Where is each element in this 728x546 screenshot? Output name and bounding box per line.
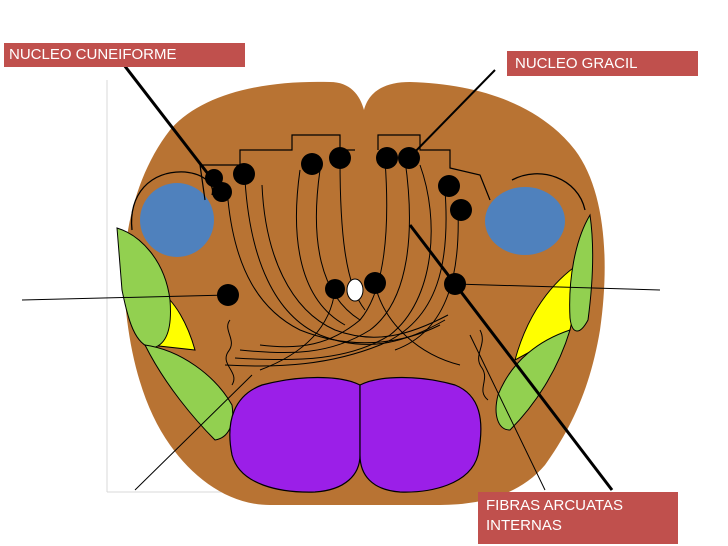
left-horizontal-pointer [21,294,229,301]
lower-right-pointer [469,334,546,491]
right-green-olive-lower [495,329,571,431]
right-pyramid [359,376,482,493]
right-horizontal-pointer [454,283,661,291]
cuneiforme-pointer-line [122,64,224,193]
fibras-arcuatas-label: FIBRAS ARCUATAS INTERNAS [478,492,678,544]
nucleus-dot [438,175,460,197]
nucleus-dot [325,279,345,299]
nucleus-dot [301,153,323,175]
right-raphe-squiggle [478,329,489,401]
right-green-olive-upper [569,213,594,332]
nucleus-dot [233,163,255,185]
left-pyramid [229,376,361,493]
nucleo-gracil-label: NUCLEO GRACIL [507,51,698,76]
nucleus-dot [364,272,386,294]
nucleus-dot [376,147,398,169]
left-blue-nucleus [140,183,214,257]
lower-left-pointer [134,374,253,491]
left-raphe-squiggle [225,319,235,386]
right-blue-outline [511,173,586,211]
fibras-pointer-line [408,224,614,491]
dorsal-outline [199,134,491,201]
gracil-pointer-line [408,69,496,159]
left-green-olive-upper [116,227,171,349]
nucleo-cuneiforme-label: NUCLEO CUNEIFORME [4,43,245,67]
nucleus-dot [329,147,351,169]
right-blue-nucleus [485,187,565,255]
nucleus-dot [450,199,472,221]
internal-arcuate-fibers [224,159,461,371]
central-canal [346,278,364,302]
